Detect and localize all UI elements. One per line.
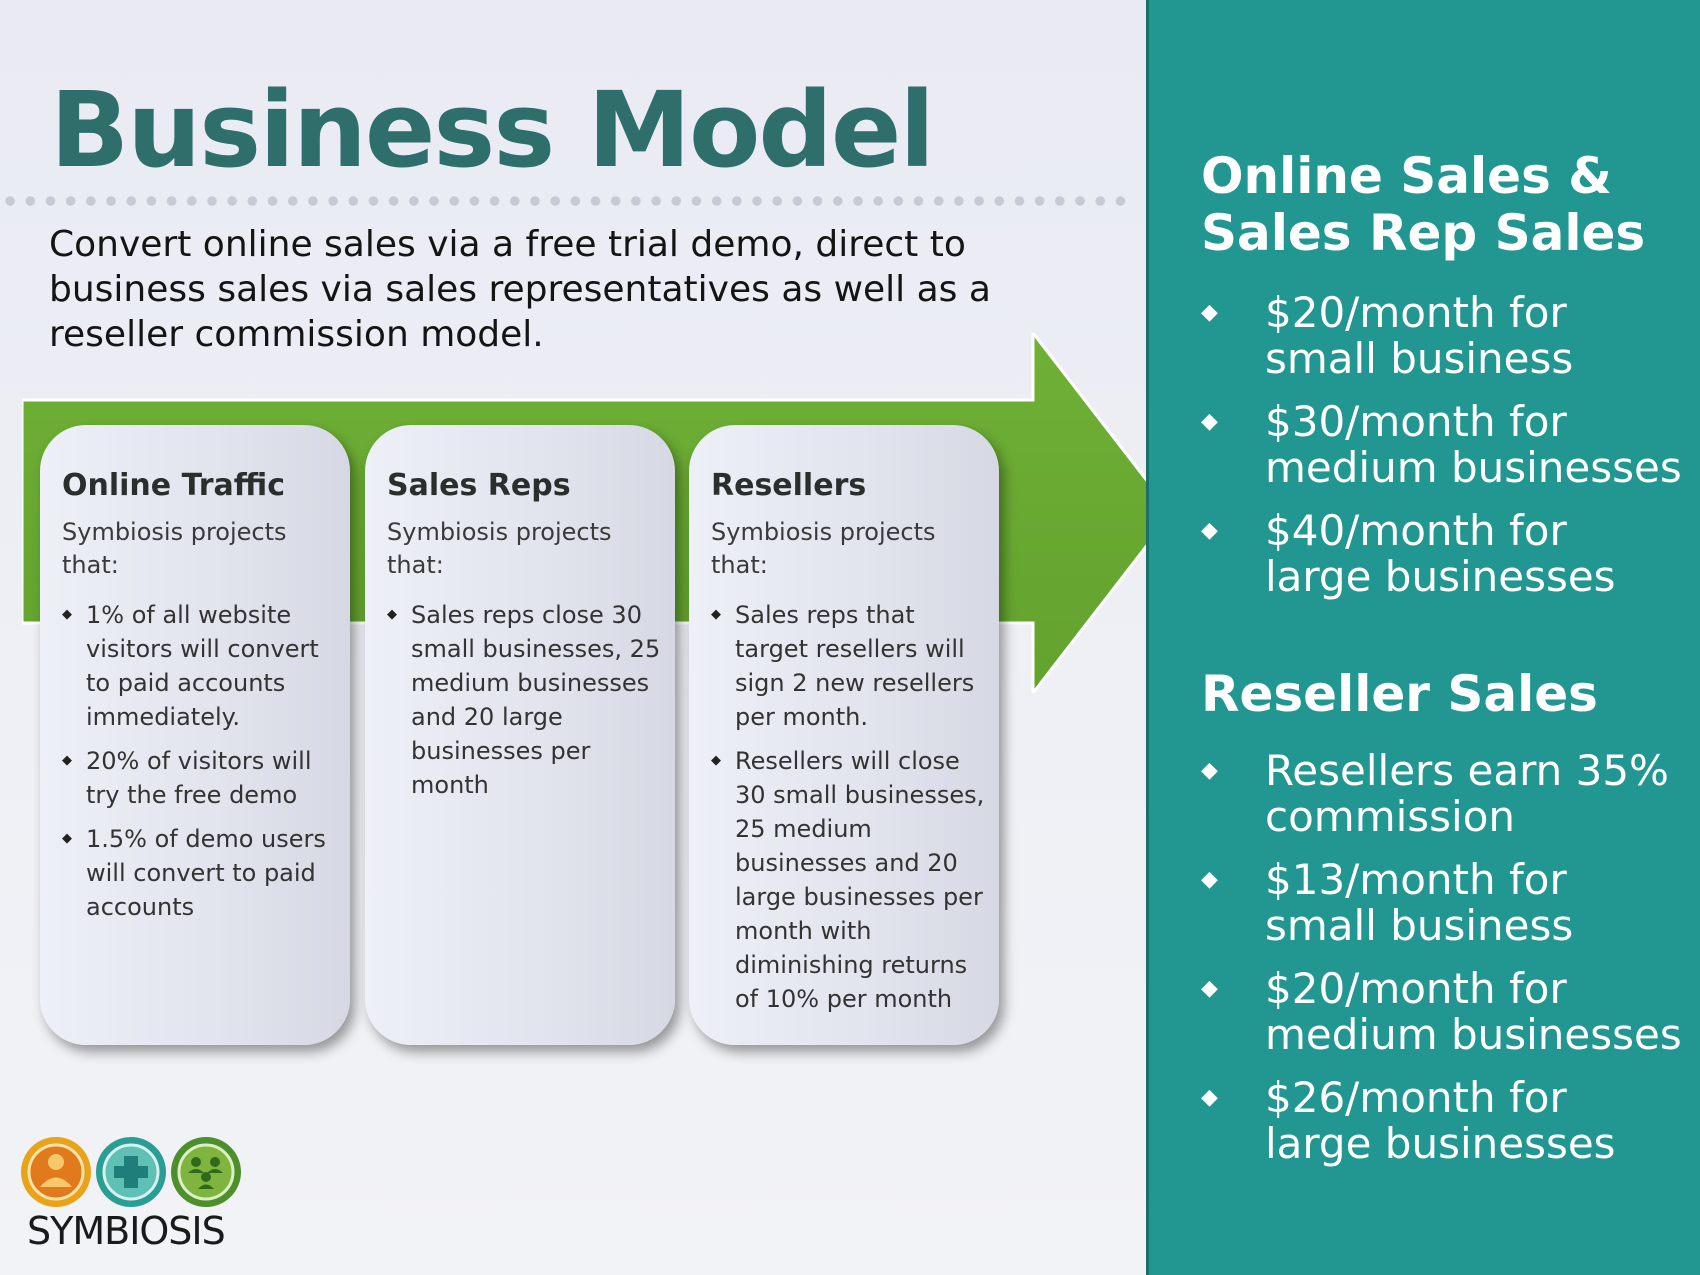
price-line: $26/month for: [1265, 1073, 1567, 1122]
card-resellers: Resellers Symbiosis projects that: Sales…: [689, 425, 999, 1045]
price-line: commission: [1265, 792, 1516, 841]
page-title: Business Model: [50, 69, 935, 191]
price-line: small business: [1265, 901, 1574, 950]
list-item: 20% of visitors will try the free demo: [62, 744, 336, 812]
price-line: $30/month for: [1265, 397, 1567, 446]
price-line: large businesses: [1265, 552, 1616, 601]
price-line: Resellers earn 35%: [1265, 746, 1669, 795]
price-line: large businesses: [1265, 1119, 1616, 1168]
price-line: $20/month for: [1265, 964, 1567, 1013]
list-item: $26/month for large businesses: [1201, 1075, 1696, 1184]
card-bullet-list: Sales reps close 30 small businesses, 25…: [387, 598, 661, 802]
card-sales-reps: Sales Reps Symbiosis projects that: Sale…: [365, 425, 675, 1045]
intro-text: Convert online sales via a free trial de…: [49, 224, 991, 355]
list-item: Sales reps that target resellers will si…: [711, 598, 985, 734]
online-heading-line-1: Online Sales &: [1201, 147, 1612, 205]
list-item: $20/month for small business: [1201, 290, 1696, 399]
dotted-divider: [0, 194, 1128, 208]
list-item: Resellers will close 30 small businesses…: [711, 744, 985, 1016]
list-item: Resellers earn 35% commission: [1201, 748, 1696, 857]
list-item: 1.5% of demo users will convert to paid …: [62, 822, 336, 924]
list-item: $40/month for large businesses: [1201, 508, 1696, 617]
list-item: $30/month for medium businesses: [1201, 399, 1696, 508]
online-heading-line-2: Sales Rep Sales: [1201, 204, 1646, 262]
card-title: Sales Reps: [387, 468, 571, 503]
logo-text: SYMBIOSIS: [27, 1209, 226, 1253]
list-item: $20/month for medium businesses: [1201, 966, 1696, 1075]
card-title: Resellers: [711, 468, 867, 503]
card-bullet-list: Sales reps that target resellers will si…: [711, 598, 985, 1016]
group-icon: [171, 1137, 241, 1207]
price-line: $13/month for: [1265, 855, 1567, 904]
list-item: $13/month for small business: [1201, 857, 1696, 966]
price-line: medium businesses: [1265, 1010, 1682, 1059]
reseller-sales-heading: Reseller Sales: [1201, 665, 1598, 723]
plus-icon: [96, 1137, 166, 1207]
online-sales-heading: Online Sales & Sales Rep Sales: [1201, 148, 1645, 262]
card-intro: Symbiosis projects that:: [62, 518, 287, 579]
card-online-traffic: Online Traffic Symbiosis projects that: …: [40, 425, 350, 1045]
price-line: small business: [1265, 334, 1574, 383]
online-pricing-list: $20/month for small business $30/month f…: [1201, 290, 1696, 617]
card-intro: Symbiosis projects that:: [711, 518, 936, 579]
symbiosis-logo: [21, 1137, 241, 1207]
pricing-panel: Online Sales & Sales Rep Sales $20/month…: [1146, 0, 1700, 1275]
price-line: $40/month for: [1265, 506, 1567, 555]
list-item: 1% of all website visitors will convert …: [62, 598, 336, 734]
person-icon: [21, 1137, 91, 1207]
reseller-pricing-list: Resellers earn 35% commission $13/month …: [1201, 748, 1696, 1184]
list-item: Sales reps close 30 small businesses, 25…: [387, 598, 661, 802]
card-title: Online Traffic: [62, 468, 286, 503]
price-line: medium businesses: [1265, 443, 1682, 492]
card-intro: Symbiosis projects that:: [387, 518, 612, 579]
card-bullet-list: 1% of all website visitors will convert …: [62, 598, 336, 924]
price-line: $20/month for: [1265, 288, 1567, 337]
